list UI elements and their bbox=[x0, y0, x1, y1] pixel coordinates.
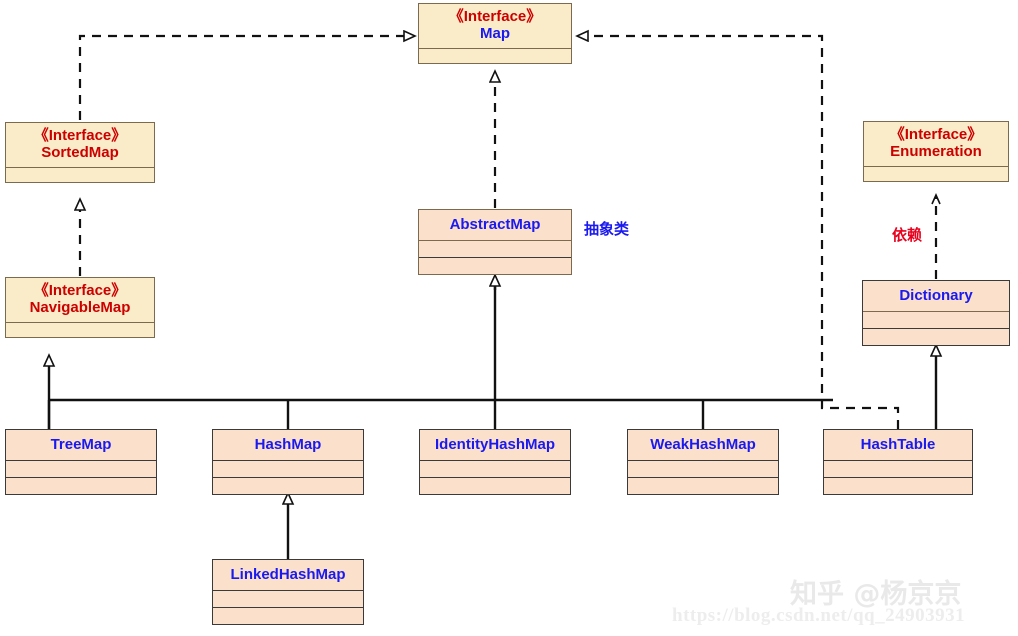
node-attributes-compartment bbox=[420, 460, 570, 477]
node-header: 《Interface》 Enumeration bbox=[864, 122, 1008, 166]
node-attributes-compartment bbox=[863, 311, 1009, 328]
node-title: HashTable bbox=[860, 436, 936, 453]
node-header: 《Interface》 SortedMap bbox=[6, 123, 154, 167]
node-title: TreeMap bbox=[50, 436, 112, 453]
node-interface-enumeration[interactable]: 《Interface》 Enumeration bbox=[863, 121, 1009, 182]
stereotype-label: 《Interface》 bbox=[33, 282, 127, 299]
node-class-treemap[interactable]: TreeMap bbox=[5, 429, 157, 495]
node-attributes-compartment bbox=[628, 460, 778, 477]
node-header: 《Interface》 NavigableMap bbox=[6, 278, 154, 322]
node-class-weakhashmap[interactable]: WeakHashMap bbox=[627, 429, 779, 495]
node-interface-navigablemap[interactable]: 《Interface》 NavigableMap bbox=[5, 277, 155, 338]
node-attributes-compartment bbox=[824, 460, 972, 477]
node-interface-map[interactable]: 《Interface》 Map bbox=[418, 3, 572, 64]
stereotype-label: 《Interface》 bbox=[889, 126, 983, 143]
node-attributes-compartment bbox=[419, 47, 571, 63]
node-methods-compartment bbox=[863, 328, 1009, 345]
stereotype-label: 《Interface》 bbox=[33, 127, 127, 144]
node-class-identityhashmap[interactable]: IdentityHashMap bbox=[419, 429, 571, 495]
node-title: Map bbox=[480, 25, 510, 43]
edge-bus-abstractmap-subclasses bbox=[47, 276, 833, 429]
node-attributes-compartment bbox=[6, 460, 156, 477]
node-title: AbstractMap bbox=[449, 216, 541, 233]
node-title: Enumeration bbox=[890, 143, 982, 161]
annotation-abstract-class: 抽象类 bbox=[584, 220, 630, 238]
node-attributes-compartment bbox=[6, 321, 154, 337]
stereotype-label: 《Interface》 bbox=[448, 8, 542, 25]
node-methods-compartment bbox=[824, 477, 972, 494]
node-class-hashtable[interactable]: HashTable bbox=[823, 429, 973, 495]
node-methods-compartment bbox=[420, 477, 570, 494]
node-header: 《Interface》 Map bbox=[419, 4, 571, 48]
node-class-abstractmap[interactable]: AbstractMap bbox=[418, 209, 572, 275]
watermark-brand: 知乎 @杨京京 bbox=[790, 579, 962, 610]
node-attributes-compartment bbox=[213, 460, 363, 477]
node-attributes-compartment bbox=[6, 166, 154, 182]
node-class-linkedhashmap[interactable]: LinkedHashMap bbox=[212, 559, 364, 625]
node-title: NavigableMap bbox=[29, 299, 131, 317]
node-title: LinkedHashMap bbox=[230, 566, 346, 583]
node-title: Dictionary bbox=[899, 287, 973, 304]
node-methods-compartment bbox=[628, 477, 778, 494]
node-title: HashMap bbox=[254, 436, 322, 453]
edge-sortedmap-to-map bbox=[78, 36, 414, 120]
node-methods-compartment bbox=[213, 607, 363, 624]
node-class-dictionary[interactable]: Dictionary bbox=[862, 280, 1010, 346]
node-interface-sortedmap[interactable]: 《Interface》 SortedMap bbox=[5, 122, 155, 183]
node-attributes-compartment bbox=[419, 240, 571, 257]
node-methods-compartment bbox=[213, 477, 363, 494]
node-title: SortedMap bbox=[41, 144, 119, 162]
node-title: WeakHashMap bbox=[650, 436, 756, 453]
node-methods-compartment bbox=[419, 257, 571, 274]
node-attributes-compartment bbox=[864, 165, 1008, 181]
annotation-dependency: 依赖 bbox=[892, 226, 923, 244]
node-attributes-compartment bbox=[213, 590, 363, 607]
node-methods-compartment bbox=[6, 477, 156, 494]
node-title: IdentityHashMap bbox=[434, 436, 555, 453]
watermark-url: https://blog.csdn.net/qq_24903931 bbox=[672, 605, 966, 626]
node-class-hashmap[interactable]: HashMap bbox=[212, 429, 364, 495]
